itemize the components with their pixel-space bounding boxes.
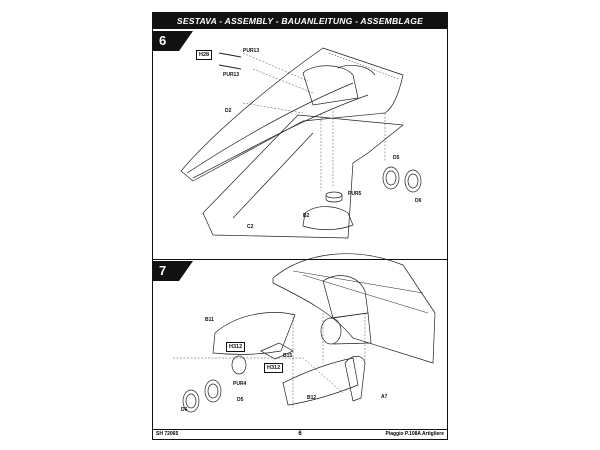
label-h312-right: H312: [264, 363, 284, 373]
page-number: 6: [298, 431, 302, 437]
instruction-sheet: SESTAVA - ASSEMBLY - BAUANLEITUNG - ASSE…: [152, 12, 448, 440]
label-pur13-bottom: PUR13: [223, 72, 240, 78]
section-divider: [153, 259, 447, 260]
label-b11: B11: [205, 317, 214, 323]
assembly-drawing: [173, 47, 436, 413]
step7-wheel-d6: [182, 389, 200, 413]
label-a7: A7: [381, 394, 388, 400]
step-7-badge: 7: [153, 261, 193, 281]
step7-engine-cowl: [320, 317, 342, 345]
step7-wheel-pur4: [231, 355, 247, 375]
step-6-number: 6: [159, 33, 167, 48]
step7-panel-b12: [282, 357, 359, 406]
step6-fairing: [302, 206, 354, 230]
step7-wing-outline: [272, 253, 436, 364]
label-d2: D2: [225, 108, 232, 114]
step-6-badge: 6: [153, 31, 193, 51]
page-title: SESTAVA - ASSEMBLY - BAUANLEITUNG - ASSE…: [153, 13, 447, 29]
label-b12: B12: [307, 395, 317, 401]
label-d6-step6: D6: [415, 198, 422, 204]
label-b2: B2: [303, 213, 310, 219]
step7-panel-b11: [212, 312, 296, 355]
step-7-number: 7: [159, 263, 167, 278]
label-pur13-top: PUR13: [243, 48, 260, 54]
step6-lower-wing: [202, 114, 404, 239]
step7-wheel-d5: [204, 379, 222, 403]
label-b15: B15: [283, 353, 293, 359]
label-d5-step7: D5: [237, 397, 244, 403]
page-footer: SH 72065 6 Piaggio P.108A Artigliere: [153, 429, 447, 439]
label-pur4: PUR4: [233, 381, 247, 387]
label-d6-step7: D6: [181, 407, 188, 413]
model-name: Piaggio P.108A Artigliere: [385, 431, 444, 437]
label-h312-left: H312: [226, 342, 246, 352]
label-pur5: PUR5: [348, 191, 362, 197]
step6-wheel-d6: [404, 169, 422, 193]
label-d5-step6: D5: [393, 155, 400, 161]
step7-plate-b15: [260, 342, 294, 360]
label-h28: H28: [196, 50, 213, 60]
step7-strut-a7: [344, 355, 366, 402]
label-c2: C2: [247, 224, 254, 230]
kit-code: SH 72065: [156, 431, 179, 437]
step6-wing-outline: [180, 47, 404, 182]
step6-wheel-d5: [382, 166, 400, 190]
